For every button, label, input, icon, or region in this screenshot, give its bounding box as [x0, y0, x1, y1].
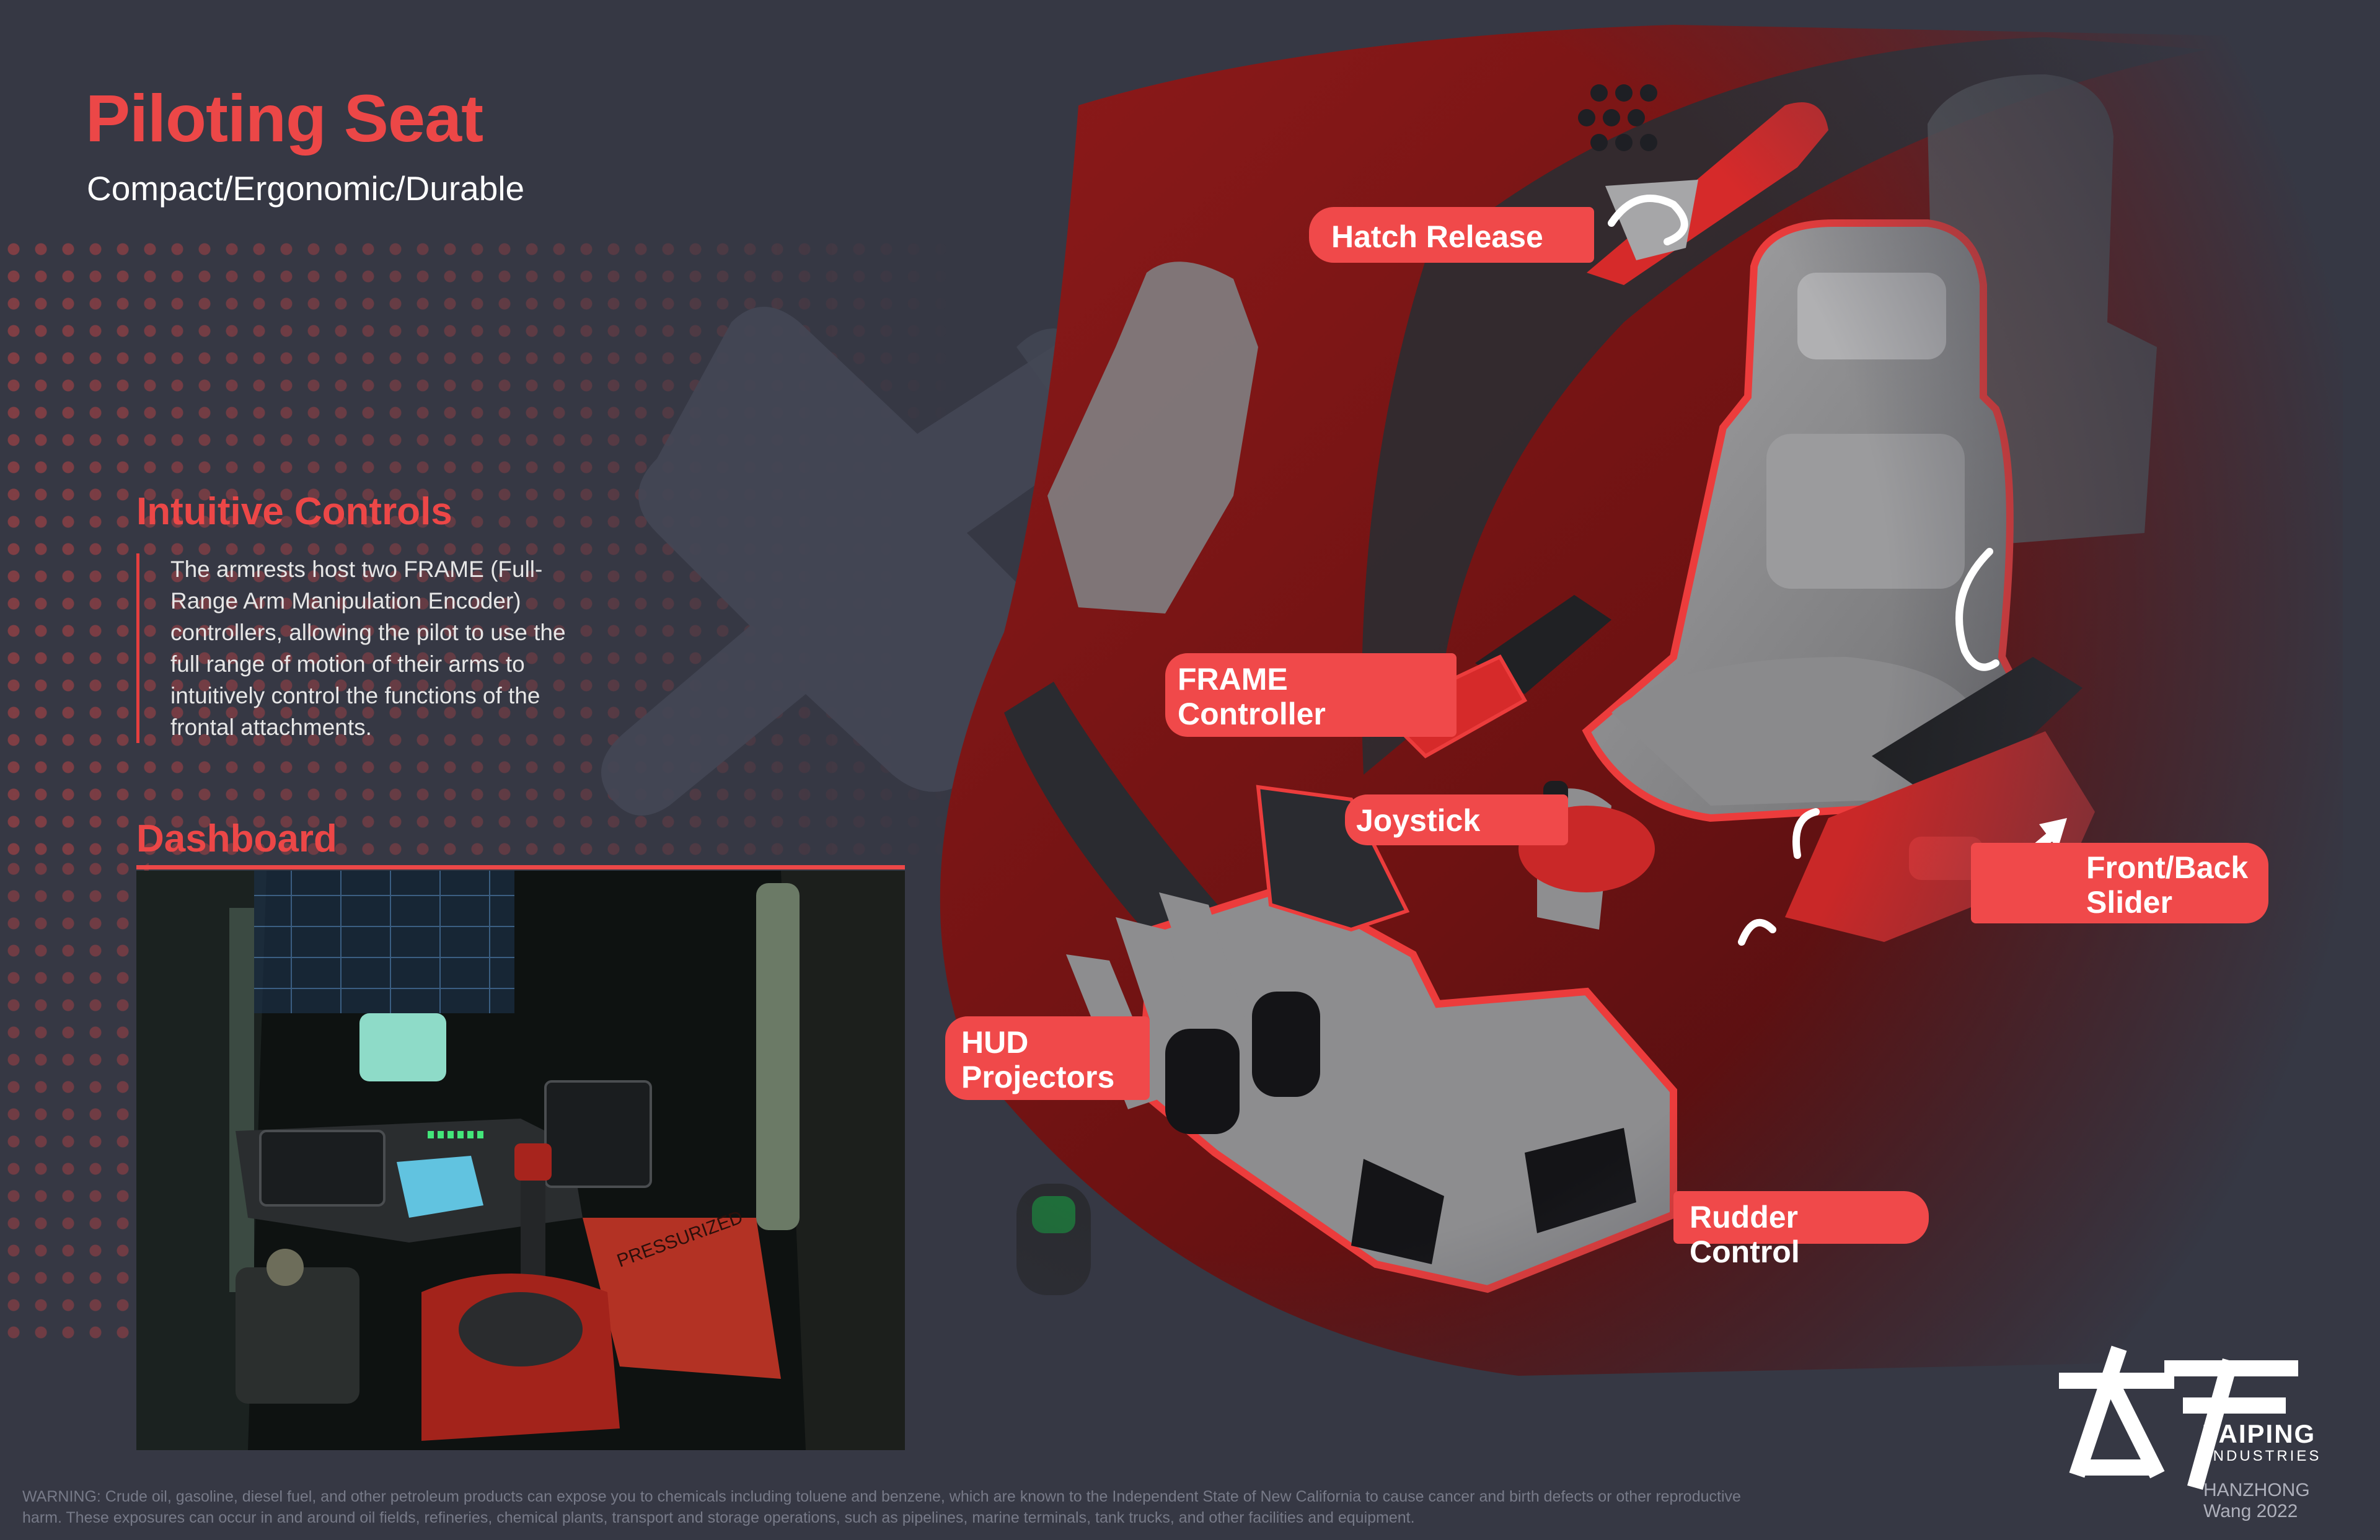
dashboard-render-image: PRESSURIZED: [136, 871, 905, 1450]
callout-slider-line2: Slider: [2086, 885, 2172, 920]
hud-hologram: [254, 871, 514, 1013]
callout-hud-projectors: HUD Projectors: [945, 1016, 1150, 1100]
dashboard-heading: Dashboard: [136, 817, 337, 860]
callout-rudder-control: Rudder Control: [1673, 1191, 1929, 1269]
callout-joystick: Joystick: [1345, 794, 1568, 845]
page-subtitle: Compact/Ergonomic/Durable: [87, 169, 525, 208]
dashboard-divider: [136, 865, 905, 869]
callout-hatch-release: Hatch Release: [1309, 207, 1594, 263]
seat-recline-arrow: [1955, 548, 1999, 671]
credit: HANZHONG Wang 2022: [2203, 1480, 2310, 1522]
callout-joystick-label: Joystick: [1356, 803, 1481, 838]
callout-hud-line2: Projectors: [961, 1060, 1115, 1094]
logo-subtitle: INDUSTRIES: [2206, 1448, 2322, 1464]
callout-frame-controller-line1: FRAME: [1178, 662, 1288, 697]
intuitive-controls-body: The armrests host two FRAME (Full-Range …: [136, 553, 583, 743]
halftone-dot-pattern-lower: [0, 855, 149, 1351]
callout-frame-controller: FRAME Controller: [1165, 653, 1457, 737]
taiping-logo-mark: [2059, 1345, 2298, 1490]
legal-warning: WARNING: Crude oil, gasoline, diesel fue…: [22, 1488, 1741, 1526]
page-title: Piloting Seat: [86, 81, 483, 156]
credit-place: HANZHONG: [2203, 1480, 2310, 1500]
logo-wordmark: TAIPING: [2203, 1419, 2316, 1448]
callout-slider-line1: Front/Back: [2086, 850, 2249, 885]
credit-author: Wang 2022: [2203, 1501, 2298, 1521]
callout-hud-line1: HUD: [961, 1025, 1029, 1060]
callout-front-back-slider: Front/Back Slider: [1971, 843, 2268, 923]
callout-frame-controller-line2: Controller: [1178, 697, 1326, 731]
intuitive-controls-heading: Intuitive Controls: [136, 490, 452, 533]
motion-arrows: [1608, 195, 1999, 946]
callout-hatch-release-label: Hatch Release: [1331, 219, 1543, 254]
callout-rudder-label: Rudder Control: [1690, 1200, 1800, 1269]
hatch-rotate-arrow: [1608, 195, 1688, 245]
